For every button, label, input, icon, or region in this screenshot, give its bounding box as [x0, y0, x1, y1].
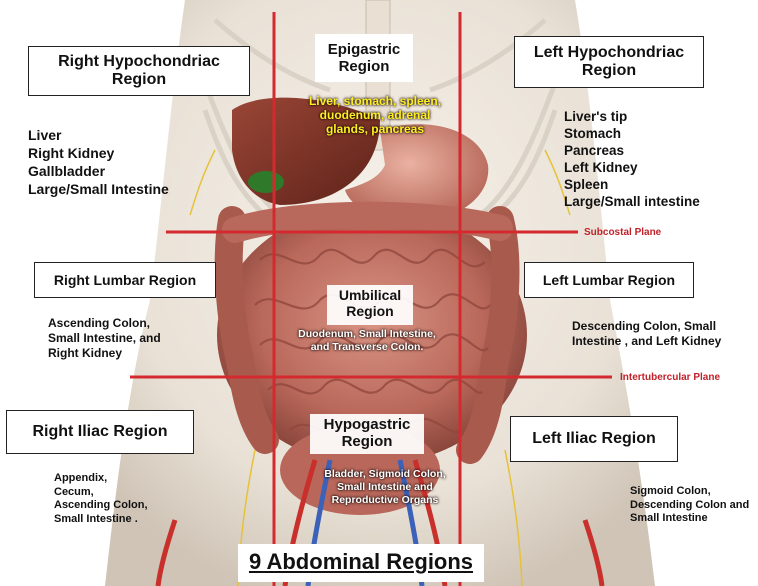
left-iliac-label: Left Iliac Region	[510, 416, 678, 462]
organ-item: Descending Colon, Small	[572, 319, 717, 333]
organ-item: Ascending Colon,	[54, 499, 148, 511]
umbilical-line2: Region	[346, 303, 394, 320]
organ-item: and Transverse Colon.	[310, 341, 424, 353]
epigastric-line2: Region	[338, 58, 390, 75]
organ-item: Liver, stomach, spleen,	[308, 94, 442, 108]
right-hypochondriac-line2: Region	[111, 71, 167, 88]
organ-item: Sigmoid Colon,	[630, 485, 711, 497]
organ-item: Large/Small intestine	[564, 194, 700, 209]
left-lumbar-organs: Descending Colon, Small Intestine , and …	[572, 319, 721, 349]
right-hypochondriac-label: Right Hypochondriac Region	[28, 46, 250, 96]
organ-item: Right Kidney	[28, 145, 115, 161]
organ-item: Bladder, Sigmoid Colon,	[324, 468, 446, 480]
intertubercular-plane-label: Intertubercular Plane	[620, 372, 721, 383]
organ-item: Small Intestine .	[54, 512, 138, 525]
organ-item: Small Intestine and	[337, 481, 433, 493]
organ-item: Appendix,	[54, 472, 108, 484]
organ-item: Ascending Colon,	[48, 316, 150, 330]
organ-item: Right Kidney	[48, 346, 122, 360]
hypogastric-line2: Region	[341, 433, 393, 451]
organ-item: Left Kidney	[564, 160, 638, 175]
umbilical-line1: Umbilical	[338, 287, 402, 303]
organ-item: Intestine , and Left Kidney	[572, 334, 722, 348]
organ-item: Liver	[28, 127, 62, 143]
left-lumbar-line1: Left Lumbar Region	[542, 271, 676, 288]
organ-item: Liver's tip	[564, 109, 628, 124]
organ-item: Cecum,	[54, 485, 94, 498]
organ-item: Small Intestine, and	[48, 331, 161, 345]
right-iliac-line1: Right Iliac Region	[32, 422, 168, 440]
organ-item: glands, pancreas	[325, 122, 425, 136]
left-iliac-organs: Sigmoid Colon, Descending Colon and Smal…	[630, 485, 749, 526]
organ-item: Stomach	[564, 126, 622, 141]
right-iliac-organs: Appendix, Cecum, Ascending Colon, Small …	[54, 472, 148, 526]
right-lumbar-line1: Right Lumbar Region	[53, 271, 197, 288]
epigastric-label: Epigastric Region	[315, 34, 413, 82]
epigastric-line1: Epigastric	[327, 40, 401, 58]
epigastric-organs: Liver, stomach, spleen, duodenum, adrena…	[290, 94, 460, 136]
organ-item: Reproductive Organs	[331, 494, 439, 506]
left-hypochondriac-line2: Region	[581, 62, 637, 79]
left-iliac-line1: Left Iliac Region	[532, 429, 656, 447]
left-lumbar-label: Left Lumbar Region	[524, 262, 694, 298]
hypogastric-line1: Hypogastric	[323, 416, 411, 433]
left-hypochondriac-label: Left Hypochondriac Region	[514, 36, 704, 88]
left-hypochondriac-organs: Liver's tip Stomach Pancreas Left Kidney…	[564, 108, 700, 210]
organ-item: Large/Small Intestine	[28, 181, 169, 197]
organ-item: Gallbladder	[28, 163, 106, 179]
right-lumbar-label: Right Lumbar Region	[34, 262, 216, 298]
hypogastric-organs: Bladder, Sigmoid Colon, Small Intestine …	[300, 468, 470, 507]
organ-item: Descending Colon and	[630, 498, 750, 511]
right-iliac-label: Right Iliac Region	[6, 410, 194, 454]
umbilical-organs: Duodenum, Small Intestine, and Transvers…	[276, 328, 458, 354]
left-hypochondriac-line1: Left Hypochondriac	[533, 43, 685, 61]
region-grid-lines	[130, 12, 612, 586]
organ-item: Duodenum, Small Intestine,	[298, 328, 436, 340]
right-lumbar-organs: Ascending Colon, Small Intestine, and Ri…	[48, 316, 161, 361]
hypogastric-label: Hypogastric Region	[310, 414, 424, 454]
umbilical-label: Umbilical Region	[327, 285, 413, 325]
subcostal-plane-label: Subcostal Plane	[584, 227, 662, 238]
organ-item: Pancreas	[564, 143, 625, 158]
diagram-title: 9 Abdominal Regions	[238, 544, 484, 582]
organ-item: Small Intestine	[630, 512, 708, 524]
right-hypochondriac-organs: Liver Right Kidney Gallbladder Large/Sma…	[28, 126, 169, 198]
organ-item: duodenum, adrenal	[319, 108, 431, 122]
right-hypochondriac-line1: Right Hypochondriac	[58, 52, 220, 70]
organ-item: Spleen	[564, 177, 609, 192]
